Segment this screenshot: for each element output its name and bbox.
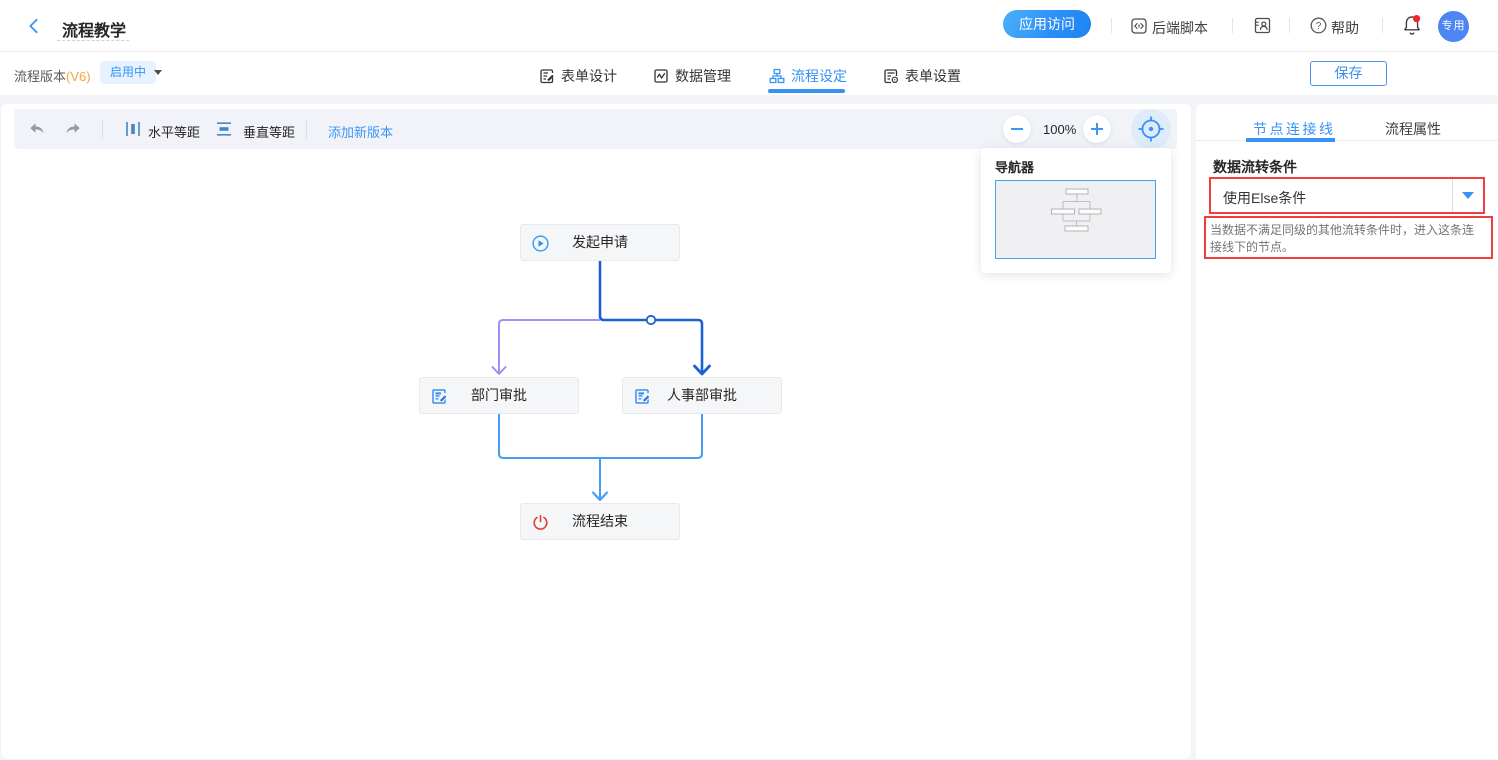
svg-text:?: ? bbox=[1316, 21, 1322, 32]
